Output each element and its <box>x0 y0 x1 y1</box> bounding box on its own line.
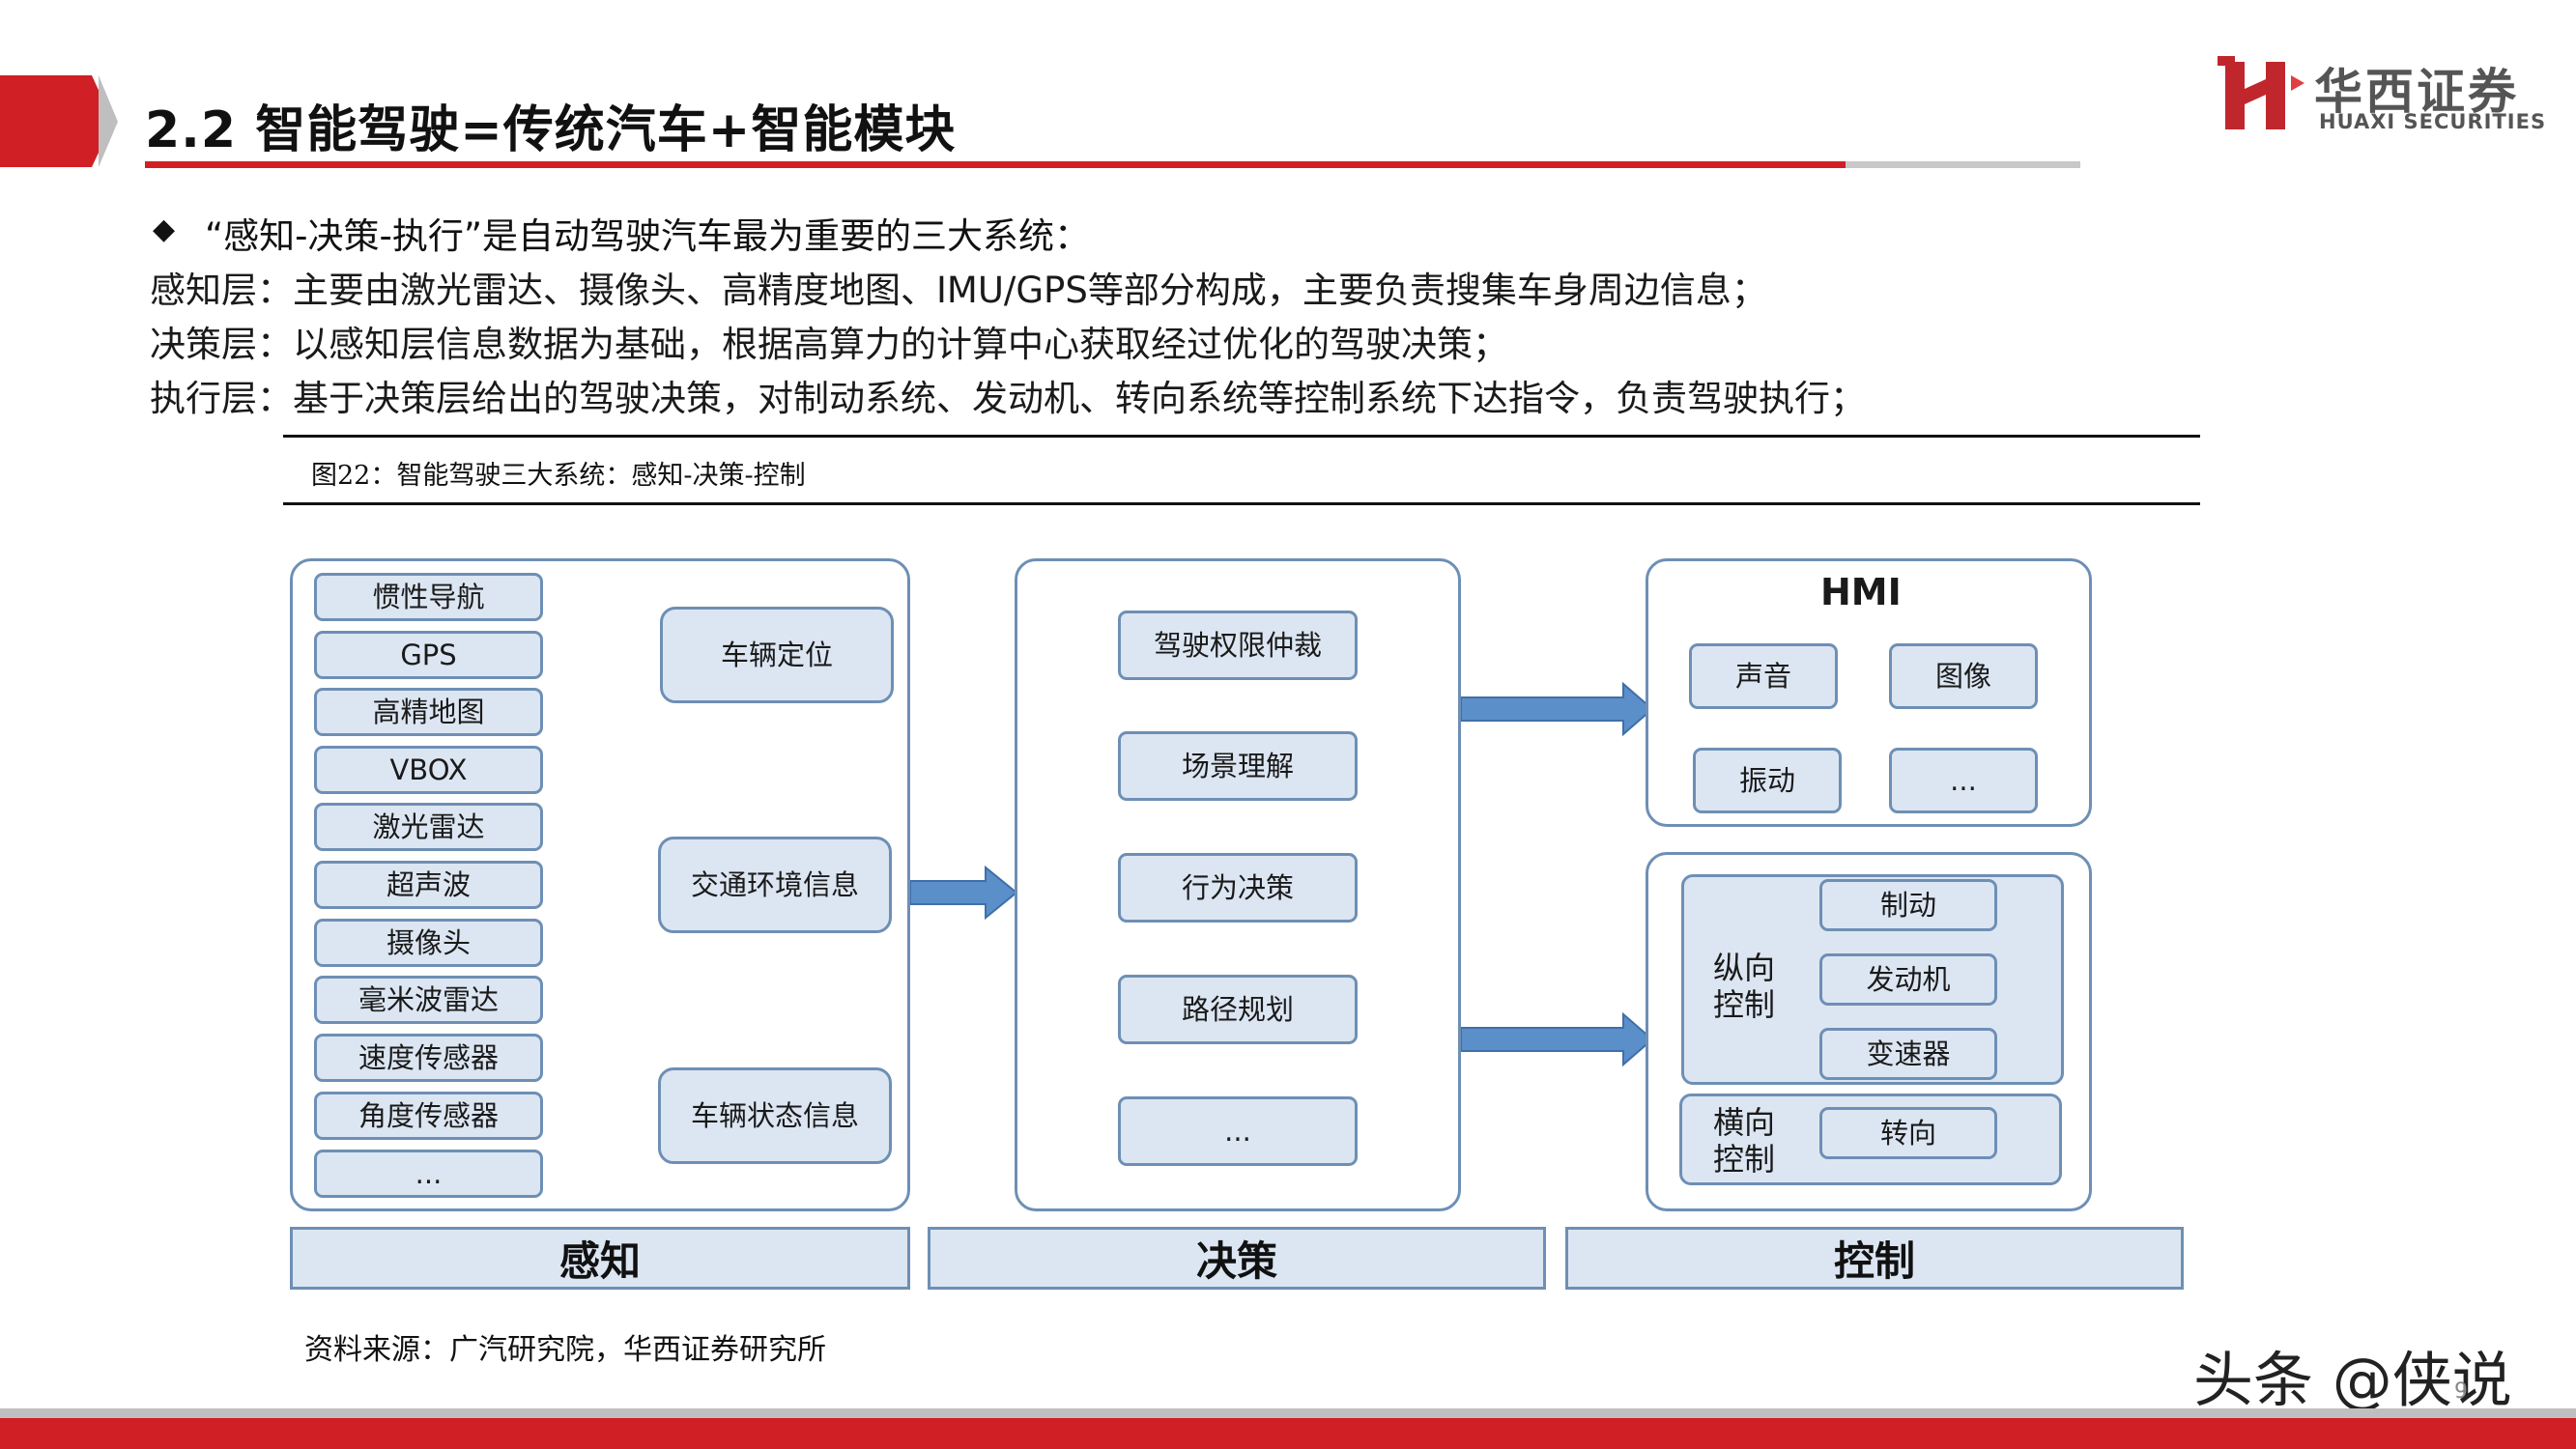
figure-source: 资料来源：广汽研究院，华西证券研究所 <box>304 1333 826 1367</box>
hmi-node: ... <box>1889 748 2038 813</box>
sensor-node: 摄像头 <box>314 919 543 967</box>
logo-chinese-name: 华西证券 <box>2314 63 2519 120</box>
figure-caption-rule <box>283 502 2200 505</box>
decision-node: 驾驶权限仲裁 <box>1118 611 1358 680</box>
hmi-node: 振动 <box>1693 748 1842 813</box>
page-number: 9 <box>2454 1379 2468 1404</box>
footer-red-band <box>0 1418 2576 1449</box>
footer-grey-band <box>0 1408 2576 1418</box>
watermark: 头条 @侠说 <box>2193 1345 2512 1415</box>
bullet-line-execution: 执行层：基于决策层给出的驾驶决策，对制动系统、发动机、转向系统等控制系统下达指令… <box>150 378 1866 419</box>
control-node: 转向 <box>1819 1107 1997 1159</box>
sensor-node: 速度传感器 <box>314 1034 543 1082</box>
sensor-node: 高精地图 <box>314 688 543 736</box>
sensor-node: 角度传感器 <box>314 1092 543 1140</box>
bullet-line-perception: 感知层：主要由激光雷达、摄像头、高精度地图、IMU/GPS等部分构成，主要负责搜… <box>150 270 1767 311</box>
sensor-node: 超声波 <box>314 861 543 909</box>
stage-bar-control: 控制 <box>1565 1227 2184 1290</box>
stage-bar-perception: 感知 <box>290 1227 910 1290</box>
perception-output-node: 车辆状态信息 <box>658 1067 892 1164</box>
hmi-title: HMI <box>1820 571 1902 613</box>
figure-caption: 图22：智能驾驶三大系统：感知-决策-控制 <box>311 461 806 491</box>
sensor-node: 激光雷达 <box>314 803 543 851</box>
title-underline-red <box>145 161 1846 168</box>
header-grey-chevron <box>99 75 118 167</box>
huaxi-logo-icon <box>2218 56 2304 129</box>
sensor-node: VBOX <box>314 746 543 794</box>
decision-node: 场景理解 <box>1118 731 1358 801</box>
page-title: 2.2 智能驾驶=传统汽车+智能模块 <box>145 101 957 159</box>
logo-english-name: HUAXI SECURITIES <box>2319 110 2547 133</box>
header-red-tab <box>0 75 92 167</box>
sensor-node: GPS <box>314 631 543 679</box>
control-node: 发动机 <box>1819 953 1997 1006</box>
decision-node: ... <box>1118 1096 1358 1166</box>
hmi-node: 图像 <box>1889 643 2038 709</box>
stage-bar-decision: 决策 <box>928 1227 1546 1290</box>
hmi-node: 声音 <box>1689 643 1838 709</box>
figure-top-rule <box>283 435 2200 438</box>
sensor-node: 毫米波雷达 <box>314 976 543 1024</box>
sensor-node: 惯性导航 <box>314 573 543 621</box>
control-node: 制动 <box>1819 879 1997 931</box>
lateral-control-label: 横向控制 <box>1712 1104 1775 1178</box>
bullet-diamond-icon: ◆ <box>153 213 176 246</box>
decision-node: 路径规划 <box>1118 975 1358 1044</box>
longitudinal-control-label: 纵向控制 <box>1712 950 1775 1023</box>
title-underline-grey <box>1846 161 2080 168</box>
control-node: 变速器 <box>1819 1028 1997 1080</box>
bullet-line-decision: 决策层：以感知层信息数据为基础，根据高算力的计算中心获取经过优化的驾驶决策； <box>150 324 1508 365</box>
perception-output-node: 交通环境信息 <box>658 837 892 933</box>
perception-output-node: 车辆定位 <box>660 607 894 703</box>
bullet-intro: “感知-决策-执行”是自动驾驶汽车最为重要的三大系统： <box>205 215 1091 257</box>
sensor-node: ... <box>314 1150 543 1198</box>
decision-node: 行为决策 <box>1118 853 1358 923</box>
